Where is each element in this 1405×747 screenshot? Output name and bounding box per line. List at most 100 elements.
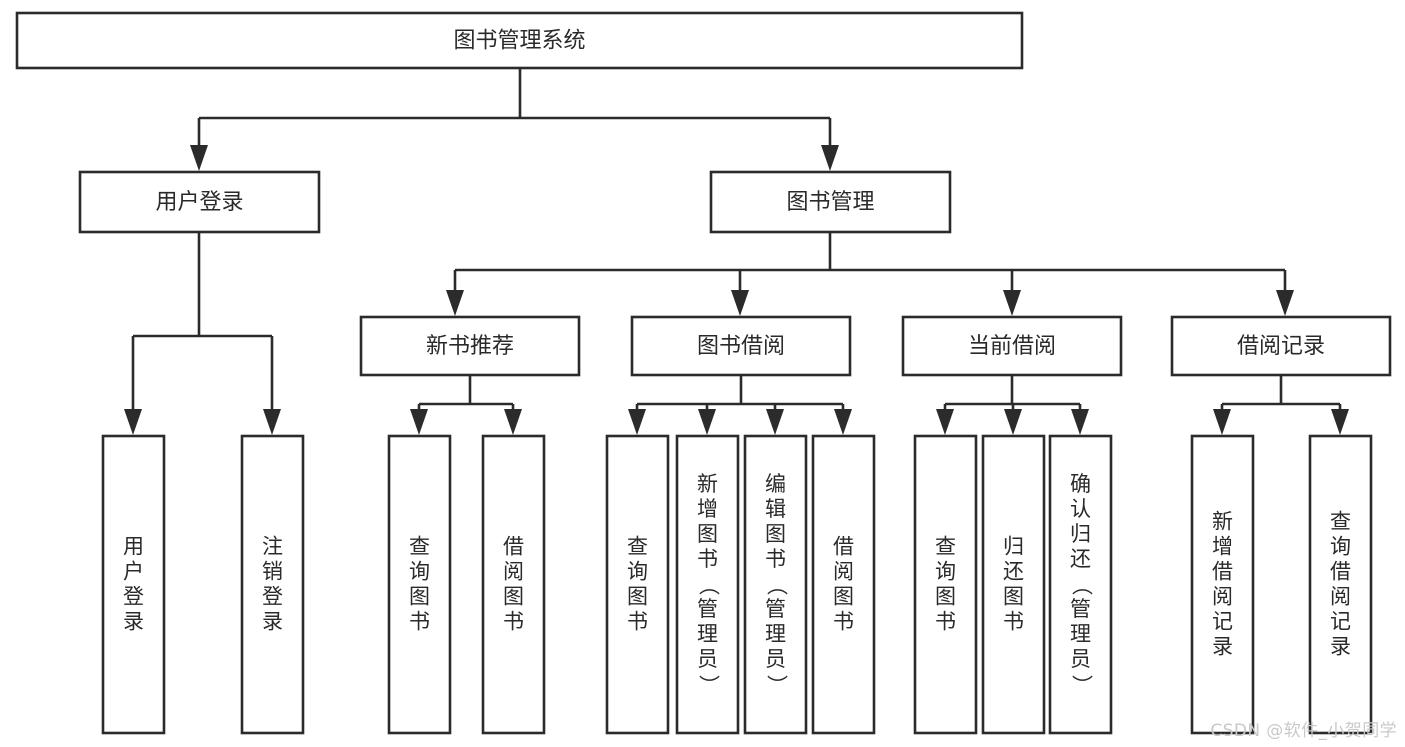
leaf-label-char: 书: [1003, 610, 1024, 634]
node-box: [605, 434, 670, 735]
leaf-label-char: ）: [1070, 675, 1094, 696]
leaf-label-char: 户: [123, 560, 144, 584]
node-box: [1170, 315, 1392, 377]
leaf-label-char: 管: [697, 597, 718, 621]
node-label: 借阅记录: [1237, 334, 1325, 359]
leaf-label-char: 书: [765, 547, 786, 571]
node-user-login[interactable]: 用户登录: [78, 170, 321, 234]
leaf-label-char: 阅: [1330, 585, 1351, 609]
leaf-label-char: ）: [765, 675, 789, 696]
arrow-head-icon: [410, 409, 428, 435]
node-box: [359, 315, 581, 377]
leaf-label-char: 查: [409, 535, 430, 559]
leaf-label-char: 询: [627, 560, 648, 584]
connector-group: [936, 375, 1089, 435]
leaf-label-char: （: [765, 575, 789, 596]
node-leaf-user-login[interactable]: 用户登录: [101, 434, 166, 735]
connector-layer: [124, 68, 1349, 435]
leaf-label-char: 图: [627, 585, 648, 609]
leaf-label-char: 图: [503, 585, 524, 609]
csdn-watermark: CSDN @软件_小贺同学: [1210, 721, 1397, 741]
leaf-label-char: 图: [833, 585, 854, 609]
leaf-label-char: 登: [262, 585, 283, 609]
node-current-borrow[interactable]: 当前借阅: [901, 315, 1123, 377]
arrow-head-icon: [834, 409, 852, 435]
node-root[interactable]: 图书管理系统: [15, 11, 1024, 70]
leaf-label-char: 询: [935, 560, 956, 584]
leaf-label-char: 书: [935, 610, 956, 634]
node-new-book-rec[interactable]: 新书推荐: [359, 315, 581, 377]
arrow-head-icon: [821, 145, 839, 171]
node-box: [1048, 434, 1113, 735]
arrow-head-icon: [731, 290, 749, 316]
node-label: 图书管理: [786, 190, 874, 215]
node-book-borrow[interactable]: 图书借阅: [630, 315, 852, 377]
leaf-label-char: 书: [627, 610, 648, 634]
leaf-label-char: 理: [1070, 622, 1091, 646]
leaf-label-char: 辑: [765, 497, 786, 521]
leaf-label-char: 阅: [503, 560, 524, 584]
arrow-head-icon: [936, 409, 954, 435]
arrow-head-icon: [1276, 290, 1294, 316]
connector-group: [190, 68, 839, 171]
leaf-label-char: 销: [262, 560, 283, 584]
node-box: [630, 315, 852, 377]
leaf-label-char: 归: [1003, 535, 1024, 559]
leaf-label-char: 图: [765, 522, 786, 546]
leaf-label-char: 登: [123, 585, 144, 609]
node-box: [743, 434, 808, 735]
arrow-head-icon: [1331, 409, 1349, 435]
node-borrow-record[interactable]: 借阅记录: [1170, 315, 1392, 377]
connector-group: [1213, 375, 1349, 435]
leaf-label-char: 查: [935, 535, 956, 559]
leaf-label-char: 录: [262, 610, 283, 634]
leaf-label-char: 书: [697, 547, 718, 571]
node-box: [481, 434, 546, 735]
node-box: [901, 315, 1123, 377]
leaf-label-char: （: [1070, 575, 1094, 596]
arrow-head-icon: [504, 409, 522, 435]
leaf-label-char: 员: [1070, 647, 1091, 671]
node-box: [913, 434, 978, 735]
leaf-label-char: 理: [765, 622, 786, 646]
node-box: [709, 170, 952, 234]
leaf-label-char: 图: [935, 585, 956, 609]
leaf-label-char: 询: [1330, 535, 1351, 559]
arrow-head-icon: [124, 409, 142, 435]
leaf-label-char: 图: [697, 522, 718, 546]
node-box: [811, 434, 876, 735]
leaf-label-char: 录: [123, 610, 144, 634]
node-box: [675, 434, 740, 735]
arrow-head-icon: [190, 145, 208, 171]
node-book-manage[interactable]: 图书管理: [709, 170, 952, 234]
leaf-label-char: 阅: [833, 560, 854, 584]
leaf-label-char: ）: [697, 675, 721, 696]
leaf-label-char: 图: [1003, 585, 1024, 609]
node-box: [101, 434, 166, 735]
leaf-label-char: 理: [697, 622, 718, 646]
arrow-head-icon: [446, 290, 464, 316]
node-label: 新书推荐: [426, 334, 514, 359]
leaf-label-char: 图: [409, 585, 430, 609]
leaf-label-char: 阅: [1212, 585, 1233, 609]
leaf-label-char: 确: [1070, 472, 1091, 496]
arrow-head-icon: [1213, 409, 1231, 435]
arrow-head-icon: [263, 409, 281, 435]
leaf-label-char: 询: [409, 560, 430, 584]
leaf-label-char: 员: [697, 647, 718, 671]
node-label: 当前借阅: [968, 334, 1056, 359]
leaf-label-char: 录: [1212, 635, 1233, 659]
